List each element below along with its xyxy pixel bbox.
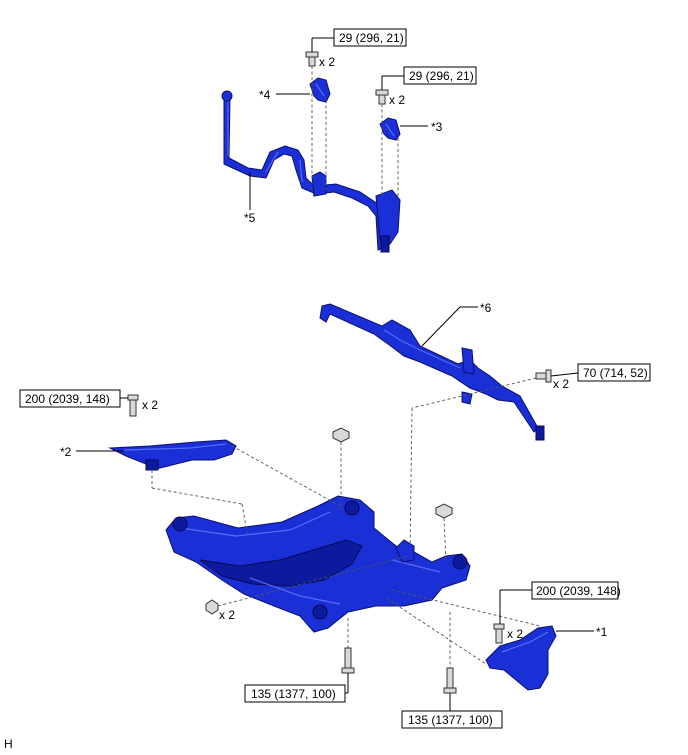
stabilizer-bolt-right: [375, 89, 389, 105]
svg-text:*1: *1: [596, 625, 608, 639]
torque-label-stabilizer-top: 29 (296, 21): [311, 28, 407, 52]
stabilizer-guide-lines: [311, 66, 399, 196]
svg-text:*4: *4: [259, 88, 271, 102]
lower-arm-right: [485, 625, 557, 691]
callout-3: *3: [400, 120, 443, 134]
steering-gear-bolt: [535, 369, 552, 383]
svg-text:135 (1377, 100): 135 (1377, 100): [408, 713, 493, 727]
callout-2: *2: [60, 445, 124, 459]
svg-text:*6: *6: [480, 301, 492, 315]
crossmember-bolt-left: [341, 647, 355, 674]
svg-text:200 (2039, 148): 200 (2039, 148): [536, 584, 621, 598]
callout-6: *6: [421, 301, 492, 347]
figure-letter: H: [4, 737, 13, 751]
stabilizer-bolt-top: [305, 51, 319, 67]
quantity-label: x 2: [553, 377, 569, 391]
torque-label-lower-arm-right: 200 (2039, 148): [499, 581, 621, 624]
callout-1: *1: [556, 625, 608, 639]
stabilizer-bracket-right: [379, 117, 401, 141]
quantity-label: x 2: [142, 398, 158, 412]
svg-text:29 (296, 21): 29 (296, 21): [339, 31, 404, 45]
quantity-label: x 2: [389, 93, 405, 107]
torque-label-crossmember-left: 135 (1377, 100): [244, 673, 349, 703]
torque-label-lower-arm-left: 200 (2039, 148): [19, 389, 128, 408]
svg-text:*5: *5: [244, 211, 256, 225]
crossmember-nut-left: [205, 599, 219, 615]
callout-4: *4: [259, 88, 310, 102]
quantity-label: x 2: [319, 55, 335, 69]
svg-text:29 (296, 21): 29 (296, 21): [409, 69, 474, 83]
crossmember-nut-top: [332, 427, 350, 443]
lower-arm-left: [108, 439, 237, 471]
quantity-label: x 2: [219, 608, 235, 622]
lower-arm-bolt-right: [493, 623, 505, 644]
crossmember-nut-right: [435, 503, 453, 519]
crossmember-bolt-right: [443, 667, 457, 694]
stabilizer-bracket-left: [309, 77, 331, 103]
steering-gear: [319, 303, 545, 441]
svg-text:70 (714, 52): 70 (714, 52): [583, 366, 648, 380]
torque-label-stabilizer-right: 29 (296, 21): [381, 66, 477, 90]
quantity-label: x 2: [507, 627, 523, 641]
svg-text:*3: *3: [431, 120, 443, 134]
torque-label-crossmember-right: 135 (1377, 100): [401, 693, 503, 729]
steering-guide-lines: [409, 377, 537, 557]
svg-text:*2: *2: [60, 445, 72, 459]
svg-text:200 (2039, 148): 200 (2039, 148): [25, 392, 110, 406]
stabilizer-bar: [221, 90, 401, 253]
lower-arm-bolt-left: [127, 394, 139, 417]
callout-5: *5: [244, 172, 256, 225]
suspension-crossmember: [165, 495, 471, 633]
torque-label-steering: 70 (714, 52): [550, 363, 651, 382]
lower-guide-lines: [151, 442, 541, 668]
svg-text:135 (1377, 100): 135 (1377, 100): [251, 687, 336, 701]
